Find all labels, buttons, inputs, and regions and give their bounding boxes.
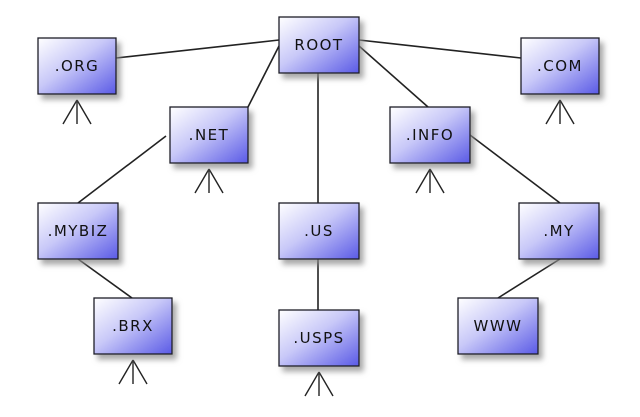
node-usps: .USPS [278,309,360,367]
node-root: ROOT [278,16,360,74]
expand-arrow-icon [118,359,148,385]
node-box [278,202,360,260]
edge-root-org [115,39,280,59]
expand-arrows [62,99,575,397]
node-label: .BRX [112,317,154,335]
node-brx: .BRX [93,297,173,355]
edge-mybiz-brx [77,258,133,299]
node-mybiz: .MYBIZ [37,202,119,260]
node-box [520,37,600,95]
edge-my-www [497,258,561,299]
node-box [37,202,119,260]
expand-arrow-icon [545,99,575,125]
node-box [169,106,249,164]
edge-root-info [358,45,429,108]
edge-root-com [358,39,522,59]
edge-info-my [469,134,561,204]
node-box [93,297,173,355]
edge-root-net [247,45,280,108]
node-box [278,16,360,74]
node-box [278,309,360,367]
node-box [518,202,600,260]
node-net: .NET [169,106,249,164]
connector-lines [77,39,561,310]
expand-arrow-icon [304,371,334,397]
node-com: .COM [520,37,600,95]
node-label: .INFO [406,126,454,144]
node-box [37,37,117,95]
node-us: .US [278,202,360,260]
domain-nodes: ROOT .ORG .COM .NET .INFO .MYBIZ .US .MY .BRX .US… [37,16,600,367]
node-box [457,297,539,355]
node-label: .MYBIZ [48,222,109,240]
node-box [389,106,471,164]
expand-arrow-icon [62,99,92,125]
node-label: .NET [189,126,230,144]
node-label: .ORG [55,57,100,75]
node-info: .INFO [389,106,471,164]
node-label: WWW [474,317,523,335]
expand-arrow-icon [194,168,224,194]
node-www: WWW [457,297,539,355]
node-org: .ORG [37,37,117,95]
node-my: .MY [518,202,600,260]
edge-net-mybiz [77,135,167,204]
node-label: .US [304,222,334,240]
node-label: ROOT [294,36,343,54]
node-label: .USPS [293,329,344,347]
expand-arrow-icon [415,168,445,194]
node-label: .MY [543,222,574,240]
node-label: .COM [537,57,583,75]
